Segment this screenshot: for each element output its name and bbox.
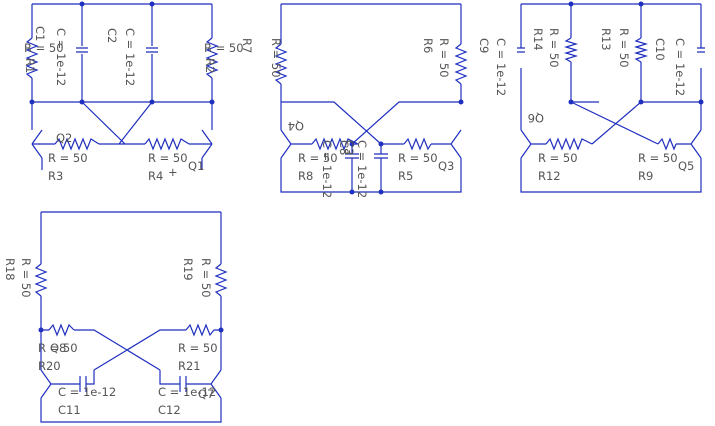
resistor-r4-value: R = 50 — [148, 151, 188, 165]
resistor-r20-symbol — [48, 323, 75, 337]
resistor-r6-value: R = 50 — [437, 38, 451, 78]
resistor-r3-name: R3 — [48, 169, 63, 183]
circuit-2-wires — [280, 3, 462, 193]
resistor-r20-name: R20 — [38, 359, 61, 373]
circuit-2: R = 50 R7 R = 50 R6 Q4 R = 50 R8 C8 C = … — [240, 3, 468, 198]
capacitor-c11-value: C = 1e-12 — [58, 385, 116, 399]
junction-dot — [209, 99, 215, 105]
transistor-q7-label: Q7 — [198, 387, 214, 401]
resistor-r5-symbol — [403, 137, 432, 151]
resistor-r1-value: R = 50 — [24, 41, 64, 55]
capacitor-c9-name: C9 — [477, 38, 491, 53]
resistor-r9-name: R9 — [638, 169, 653, 183]
transistor-q8-label: Q8 — [50, 341, 66, 355]
capacitor-c3-name: C3 — [342, 140, 356, 155]
resistor-r12-name: R12 — [538, 169, 561, 183]
resistor-r8-symbol — [311, 137, 359, 151]
junction-dot — [349, 189, 355, 195]
resistor-r13-symbol — [633, 37, 649, 63]
resistor-r3-value: R = 50 — [48, 151, 88, 165]
junction-dot — [378, 141, 384, 147]
resistor-r5-value: R = 50 — [398, 151, 438, 165]
resistor-r12-symbol — [545, 137, 593, 151]
capacitor-c2-name: C2 — [105, 28, 119, 43]
plus-marker: + — [168, 165, 178, 179]
capacitor-c2-value: C = 1e-12 — [123, 28, 137, 86]
resistor-r7-symbol — [274, 43, 288, 85]
junction-dot — [149, 99, 155, 105]
transistor-q2-label: Q2 — [56, 131, 72, 145]
junction-dot — [568, 1, 574, 7]
junction-dot — [698, 99, 704, 105]
resistor-r8-value: R = 50 — [298, 151, 338, 165]
junction-dot — [79, 99, 85, 105]
capacitor-c12-value: C = 1e-12 — [158, 385, 216, 399]
circuit-4: R18 R = 50 R19 R = 50 R = 50 R20 Q8 R = … — [3, 211, 228, 423]
resistor-r4-name: R4 — [148, 169, 163, 183]
junction-dot — [38, 327, 44, 333]
capacitor-c10-name: C10 — [653, 38, 667, 61]
resistor-r4-symbol — [144, 137, 190, 151]
transistor-q1-label: Q1 — [188, 159, 204, 173]
resistor-r14-symbol — [563, 37, 579, 63]
resistor-r18-name: R18 — [3, 258, 17, 281]
capacitor-c9-value: C = 1e-12 — [494, 38, 508, 96]
resistor-r19-symbol — [214, 263, 228, 297]
junction-dot — [638, 1, 644, 7]
transistor-q3-label: Q3 — [438, 159, 454, 173]
resistor-r6-symbol — [454, 43, 468, 85]
resistor-r2-name: R2 — [203, 58, 217, 73]
circuit-1: C1 C = 1e-12 C2 C = 1e-12 R = 50 R1 R = … — [23, 1, 244, 183]
resistor-r2-symbol — [205, 37, 219, 79]
resistor-r7-name: R7 — [240, 38, 254, 53]
junction-dot — [458, 99, 464, 105]
circuit-4-wires — [40, 211, 222, 423]
junction-dot — [29, 99, 35, 105]
junction-dot — [349, 141, 355, 147]
transistor-q5-label: Q5 — [678, 159, 694, 173]
capacitor-c8-name: C8 — [337, 140, 351, 155]
resistor-r18-symbol — [34, 263, 48, 297]
capacitor-c10-value: C = 1e-12 — [673, 38, 687, 96]
junction-dot — [378, 189, 384, 195]
resistor-r1-name: R1 — [23, 58, 37, 73]
resistor-r18-value: R = 50 — [19, 258, 33, 298]
capacitor-c1-name: C1 — [33, 26, 47, 41]
resistor-r7-value: R = 50 — [269, 38, 283, 78]
transistor-q4-label: Q4 — [288, 119, 304, 133]
resistor-r21-value: R = 50 — [178, 341, 218, 355]
resistor-r8-name: R8 — [298, 169, 313, 183]
junction-dot — [79, 1, 85, 7]
resistor-r9-value: R = 50 — [638, 151, 678, 165]
resistor-r1-symbol — [25, 37, 39, 79]
resistor-r19-value: R = 50 — [199, 258, 213, 298]
capacitor-c8-value: C = 1e-12 — [320, 140, 334, 198]
capacitor-c1-value: C = 1e-12 — [54, 28, 68, 86]
capacitor-c12-name: C12 — [158, 403, 181, 417]
resistor-r12-value: R = 50 — [538, 151, 578, 165]
resistor-r21-name: R21 — [178, 359, 201, 373]
circuit-3: C9 C = 1e-12 R14 R = 50 R13 R = 50 C10 C… — [477, 1, 705, 193]
junction-dot — [638, 99, 644, 105]
resistor-r3-symbol — [54, 137, 100, 151]
resistor-r14-value: R = 50 — [547, 28, 561, 68]
transistor-q6-label: Q6 — [528, 111, 544, 125]
resistor-r13-name: R13 — [599, 28, 613, 51]
resistor-r19-name: R19 — [181, 258, 195, 281]
resistor-r5-name: R5 — [398, 169, 413, 183]
junction-dot — [218, 327, 224, 333]
resistor-r6-name: R6 — [421, 38, 435, 53]
junction-dot — [568, 99, 574, 105]
resistor-r9-symbol — [657, 137, 677, 151]
resistor-r2-value: R = 50 — [204, 41, 244, 55]
resistor-r14-name: R14 — [531, 28, 545, 51]
resistor-r21-symbol — [185, 323, 215, 337]
capacitor-c11-name: C11 — [58, 403, 81, 417]
capacitor-c3-value: C = 1e-12 — [355, 140, 369, 198]
resistor-r13-value: R = 50 — [617, 28, 631, 68]
junction-dot — [149, 1, 155, 7]
resistor-r20-value: R = 50 — [38, 341, 78, 355]
